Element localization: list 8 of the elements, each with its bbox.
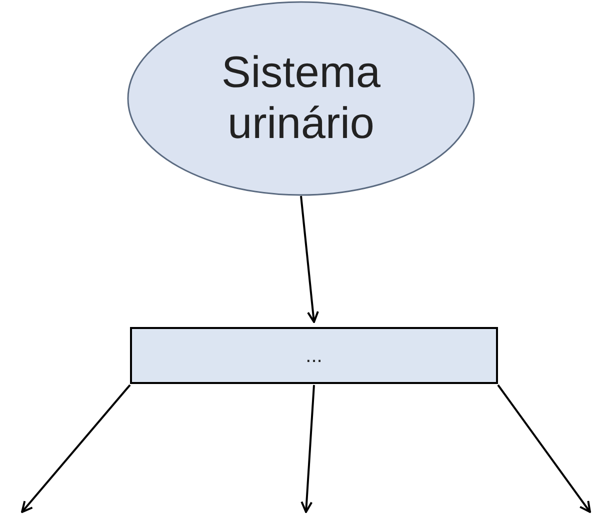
arrow <box>497 384 591 513</box>
ellipse-node <box>127 1 475 196</box>
arrow <box>300 196 319 323</box>
arrow <box>300 384 315 513</box>
node-label: Sistema urinário <box>220 48 382 150</box>
node-label: ... <box>306 344 322 368</box>
process-box <box>130 327 498 384</box>
arrow <box>21 384 131 513</box>
